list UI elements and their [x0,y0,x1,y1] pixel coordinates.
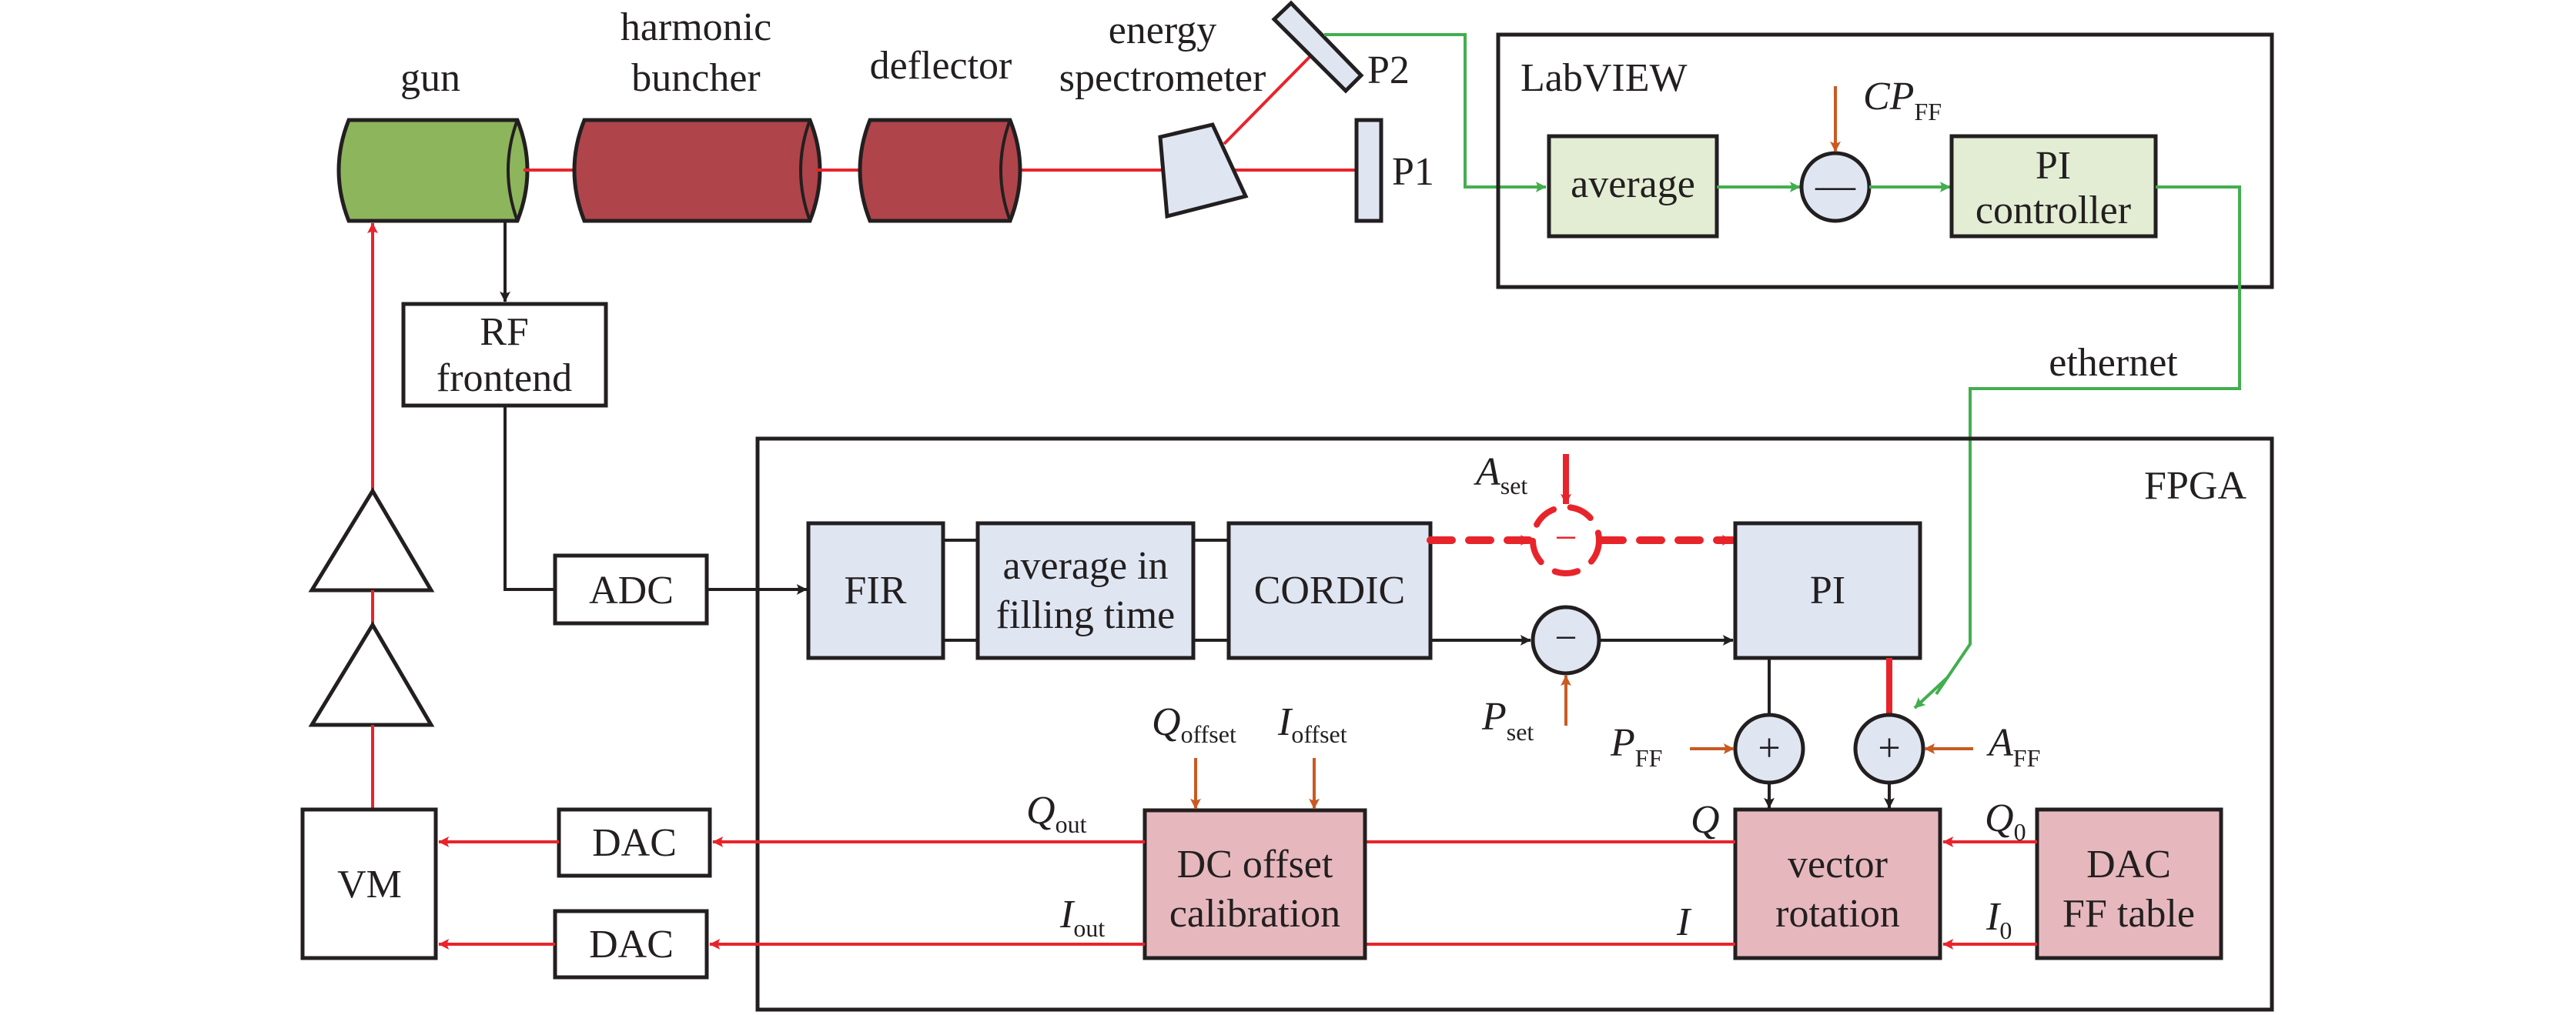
dac-ff-table-label-2: FF table [2062,892,2195,936]
amplitude-plus-symbol: + [1878,726,1900,770]
a-ff-label: AFF [1986,721,2040,772]
dac-i-label: DAC [589,923,674,967]
labview-box [1496,32,2274,289]
i-label: I [1676,900,1692,944]
labview-minus-symbol: — [1815,164,1856,208]
fpga-title: FPGA [2144,464,2246,508]
energy-spectrometer-label-2: spectrometer [1059,56,1266,100]
average-filling-label-2: filling time [996,593,1176,637]
p1-label: P1 [1392,150,1434,194]
amplifier-lower-icon [308,621,435,727]
vector-rotation-label-2: rotation [1775,892,1900,936]
p2-to-labview-signal [1324,33,1547,192]
rf-chain: RF frontend ADC VM DAC DAC [300,222,808,980]
dc-offset-label-2: calibration [1169,892,1340,936]
energy-spectrometer-prism [1158,122,1249,219]
amplifier-upper-icon [308,487,435,593]
energy-spectrometer-label-1: energy [1109,8,1217,52]
deflector-label: deflector [870,44,1012,88]
dac-q-label: DAC [592,821,677,865]
fpga-box [755,436,2274,1012]
i-out-label: Iout [1059,893,1105,942]
q0-label: Q0 [1985,796,2026,846]
gun-label: gun [400,56,460,100]
pi-controller-box [1949,134,2158,239]
a-set-label: Aset [1474,450,1527,499]
dc-offset-label-1: DC offset [1177,843,1333,886]
amplitude-minus-symbol: − [1554,516,1577,560]
average-label: average [1571,162,1695,206]
harmonic-buncher-label-1: harmonic [621,5,771,49]
cp-ff-label: CPFF [1863,75,1942,125]
gun-cylinder [336,118,530,223]
adc-box [553,553,709,626]
harmonic-buncher-label-2: buncher [631,56,760,100]
i-offset-label: Ioffset [1277,700,1347,748]
vector-rotation-label-1: vector [1788,843,1888,886]
dac-ff-table-label-1: DAC [2086,843,2171,886]
deflector-cylinder [858,118,1022,223]
ethernet-arrow [1913,676,1949,709]
fir-box [806,521,945,660]
dc-offset-calibration-box [1142,808,1367,960]
average-box [1547,134,1719,239]
pi-controller-label-2: controller [1975,189,2131,232]
dac-ff-table-box [2035,807,2223,960]
harmonic-buncher-cylinder [572,118,822,223]
labview-title: LabVIEW [1521,56,1688,100]
vector-modulator-box [300,807,438,960]
cordic-label: CORDIC [1254,569,1405,613]
p2-label: P2 [1367,48,1410,92]
fir-label: FIR [845,569,907,613]
rf-frontend-to-adc [503,406,555,591]
rf-frontend-box [401,302,608,408]
pi-box [1733,521,1922,660]
p-ff-label: PFF [1610,721,1662,772]
pi-controller-label-1: PI [2036,144,2071,188]
dac-i-box [553,909,709,980]
ethernet-label: ethernet [2049,341,2178,385]
p-set-label: Pset [1481,695,1534,746]
p1-screen [1354,118,1383,223]
ethernet-link [1935,185,2241,696]
i0-label: I0 [1986,895,2012,944]
adc-label: ADC [589,569,674,613]
rf-frontend-label-2: frontend [437,356,572,400]
rf-frontend-label-1: RF [480,310,529,354]
cordic-box [1226,521,1433,660]
labview-panel: LabVIEW average — CPFF PI controller [1496,32,2274,289]
phase-minus-symbol: − [1554,616,1577,660]
pi-label: PI [1810,569,1845,613]
q-offset-label: Qoffset [1152,700,1236,748]
q-out-label: Qout [1026,789,1087,838]
vm-label: VM [337,863,402,906]
beamline: gun harmonic buncher deflector energy sp… [336,0,1434,223]
average-filling-label-1: average in [1002,544,1168,588]
beam-line-to-p2 [1223,55,1312,145]
fpga-panel: FPGA FIR average in filling time CORDIC … [709,436,2274,1012]
average-filling-time-box [975,521,1196,660]
q-label: Q [1691,798,1720,842]
vector-rotation-box [1733,807,1942,960]
phase-plus-symbol: + [1758,726,1780,770]
p2-screen [1271,0,1364,94]
